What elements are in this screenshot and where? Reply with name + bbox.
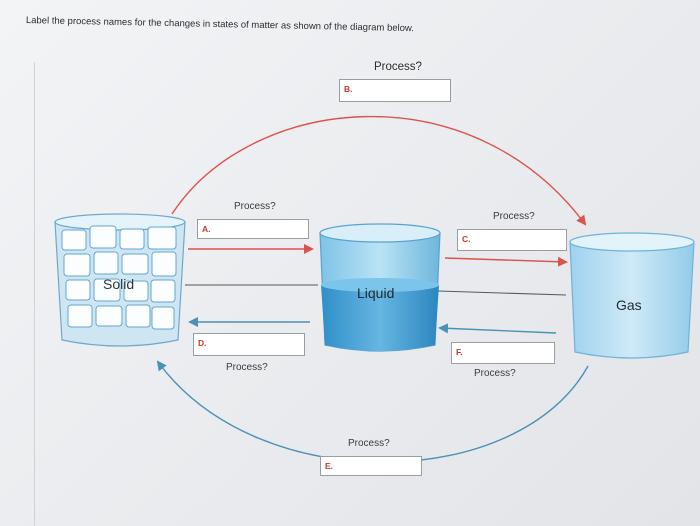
process-f-letter: F. bbox=[456, 347, 463, 357]
process-d-answer-box[interactable]: D. bbox=[193, 333, 305, 356]
solid-state-label: Solid bbox=[103, 276, 134, 292]
process-a-letter: A. bbox=[202, 224, 211, 234]
process-f-label: Process? bbox=[474, 368, 516, 379]
process-d-label: Process? bbox=[226, 362, 268, 373]
process-a-answer-box[interactable]: A. bbox=[197, 219, 309, 239]
process-e-answer-box[interactable]: E. bbox=[320, 456, 422, 476]
gas-state-label: Gas bbox=[616, 297, 642, 313]
arrow-f-gas-to-liquid bbox=[440, 328, 556, 333]
process-c-label: Process? bbox=[493, 211, 535, 222]
process-a-label: Process? bbox=[234, 201, 276, 212]
process-e-letter: E. bbox=[325, 461, 333, 471]
liquid-state-label: Liquid bbox=[357, 285, 394, 301]
process-c-letter: C. bbox=[462, 234, 471, 244]
gas-beaker bbox=[570, 233, 694, 358]
process-c-answer-box[interactable]: C. bbox=[457, 229, 567, 251]
process-b-label: Process? bbox=[374, 61, 422, 73]
process-f-answer-box[interactable]: F. bbox=[451, 342, 555, 364]
process-d-letter: D. bbox=[198, 338, 207, 348]
process-b-letter: B. bbox=[344, 84, 353, 94]
process-e-label: Process? bbox=[348, 438, 390, 449]
process-b-answer-box[interactable]: B. bbox=[339, 79, 451, 102]
arrow-c-liquid-to-gas bbox=[445, 258, 566, 262]
